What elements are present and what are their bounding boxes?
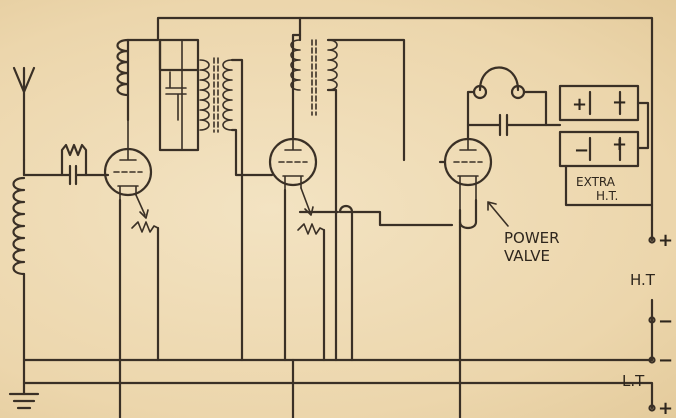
ht-plus-terminal: +: [658, 230, 673, 251]
reaction-coil: [116, 16, 654, 222]
lt-plus-terminal: +: [658, 398, 673, 418]
battery-lower-plus: +: [612, 134, 627, 155]
filament-wiring: [298, 204, 454, 362]
battery-upper-minus: −: [612, 92, 627, 113]
power-valve-arrow: [487, 201, 509, 227]
aerial-coil: [12, 158, 26, 396]
battery-upper-plus: +: [572, 94, 587, 115]
output-condenser: [466, 113, 548, 137]
lt-minus-terminal: −: [658, 350, 673, 371]
rheostat-2: [283, 187, 326, 362]
interstage-transformer: [290, 16, 406, 362]
extra-ht-label-2: H.T.: [596, 189, 618, 203]
power-valve-label-2: VALVE: [504, 247, 550, 265]
ht-label: H.T: [630, 271, 656, 289]
grid-leak-and-condenser: [22, 143, 110, 186]
battery-lower-minus: −: [574, 140, 589, 161]
lt-positive-bus: [22, 358, 654, 418]
amplifier-valve: [268, 137, 318, 191]
power-valve-label-1: POWER: [504, 229, 560, 247]
ht-minus-terminal: −: [658, 311, 673, 332]
headphones-icon: [466, 66, 562, 140]
aerial-symbol: [12, 66, 36, 162]
extra-ht-label-1: EXTRA: [576, 175, 616, 189]
detector-valve: [103, 119, 153, 201]
transformer-1-windings: [199, 57, 274, 362]
power-valve: [438, 137, 493, 362]
terminal-strip: [648, 218, 656, 412]
earth-symbol: [8, 392, 40, 410]
lt-label: L.T: [622, 372, 645, 390]
transformer-1-box: [158, 38, 200, 152]
battery-lower: [558, 101, 654, 207]
rheostat-1: [118, 194, 160, 362]
